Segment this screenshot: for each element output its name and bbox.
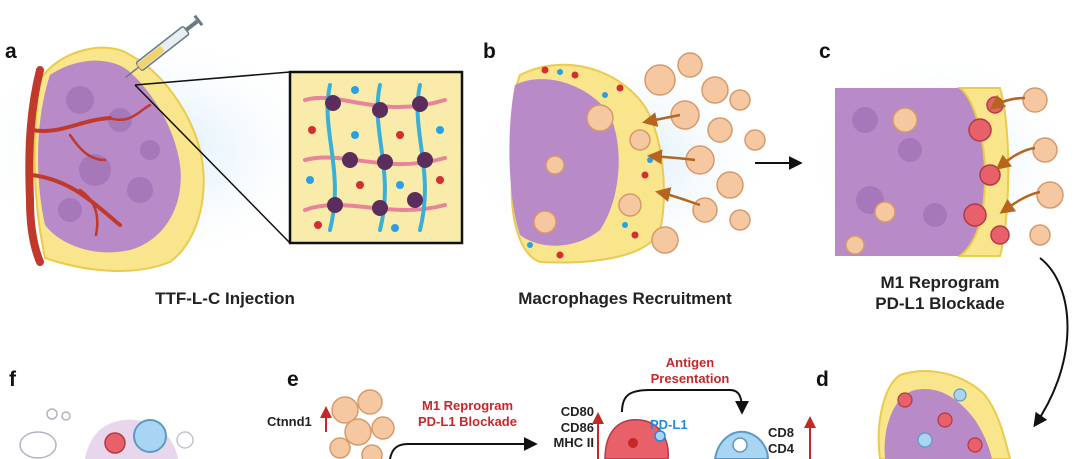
panel-letter-e: e: [287, 368, 299, 391]
panel-letter-f: f: [9, 368, 16, 391]
panel-f-illustration: [19, 408, 194, 459]
costim-markers: CD80 CD86 MHC II: [542, 404, 594, 451]
gene-label: Ctnnd1: [267, 414, 312, 429]
m1-step-label-line1: M1 Reprogram: [421, 398, 514, 413]
syringe-icon: [125, 14, 204, 78]
macrophage-cluster: [329, 389, 395, 459]
marker-cd8: CD8: [768, 425, 795, 440]
panel-letter-a: a: [5, 40, 17, 63]
marker-cd86: CD86: [560, 419, 594, 435]
m1-macrophage: [604, 419, 669, 459]
marker-cd80: CD80: [560, 404, 594, 419]
marker-mhc-ii: MHC II: [553, 435, 594, 451]
panel-letter-d: d: [816, 368, 829, 391]
panel-letter-b: b: [483, 40, 496, 63]
antigen-label-line2: Presentation: [650, 370, 730, 386]
m1-step-label: M1 Reprogram PD-L1 Blockade: [400, 398, 535, 429]
caption-panel-c-line2: PD-L1 Blockade: [875, 294, 1005, 314]
pdl1-label: PD-L1: [650, 417, 688, 432]
marker-cd4: CD4: [768, 440, 795, 456]
antigen-presentation-label: Antigen Presentation: [630, 355, 750, 386]
hydrogel-zoom-inset: [288, 70, 464, 245]
caption-panel-c: M1 Reprogram PD-L1 Blockade: [840, 272, 1040, 315]
panel-b-illustration: [460, 50, 803, 270]
panel-e-illustration: [320, 389, 816, 459]
caption-panel-c-line1: M1 Reprogram: [880, 273, 1000, 292]
panel-a-illustration: [0, 14, 464, 272]
blood-vessel: [25, 66, 152, 266]
panel-letter-c: c: [819, 40, 831, 63]
caption-panel-b: Macrophages Recruitment: [518, 289, 732, 308]
macrophage-cluster: [644, 52, 766, 254]
panel-c-illustration: [800, 50, 1080, 428]
panel-d-illustration: [877, 370, 1012, 459]
antigen-label-line1: Antigen: [665, 355, 715, 370]
caption-panel-a: TTF-L-C Injection: [155, 289, 295, 308]
tcell-markers: CD8 CD4: [768, 425, 794, 456]
m1-step-label-line2: PD-L1 Blockade: [418, 413, 517, 429]
